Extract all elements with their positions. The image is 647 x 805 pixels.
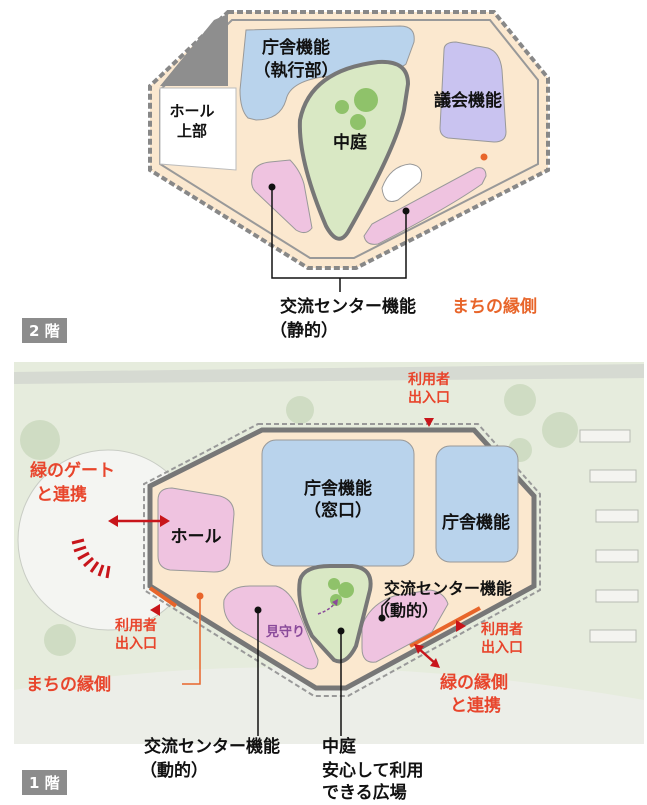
floor1-mimamori-arrow-head (332, 599, 338, 606)
floor1-site-tree (504, 384, 536, 416)
floor2-tree (335, 100, 349, 114)
floor2-hall-upper-label-sub: 上部 (177, 122, 207, 140)
floor1-parking (579, 429, 639, 643)
floor1-exchange-area-right (361, 589, 449, 663)
floor1-engawa-edge-left (148, 586, 178, 608)
floor1-exchange-right-label-sub: （動的） (374, 601, 438, 620)
floor2-courtyard-label: 中庭 (333, 132, 367, 153)
floor1-entrance-left-label-sub: 出入口 (115, 635, 157, 652)
floor1-hall-label: ホール (171, 527, 222, 547)
floor2-assembly-area (439, 41, 507, 143)
floor2-assembly-label: 議会機能 (434, 90, 502, 111)
floor1-courtyard-desc: 安心して利用 (322, 760, 424, 781)
floor1-engawa-edge-right (409, 606, 481, 648)
floor1-office-area (435, 445, 519, 563)
floor1-green-gate-label: 緑のゲート (30, 460, 115, 481)
floor1-site-path (14, 667, 644, 744)
floor1-green-gate-marks (71, 538, 111, 579)
floor1-courtyard-desc-sub: できる広場 (322, 782, 407, 803)
floor1-green-engawa-label-sub: と連携 (450, 695, 501, 716)
floor2-tree (354, 88, 378, 112)
floor1-entrance-top-marker (424, 418, 434, 427)
floor2-office-label-sub: （執行部） (254, 60, 339, 81)
floor1-engawa-callout (182, 596, 201, 685)
floor1-plan: 庁舎機能 （窓口） 庁舎機能 ホール 緑のゲート と連携 利用者 出入口 利用者… (14, 362, 644, 803)
floor1-exchange-right-label: 交流センター機能 (384, 579, 512, 598)
floor2-exchange-label: 交流センター機能 (280, 296, 416, 317)
floor1-entrance-right-label-sub: 出入口 (481, 639, 523, 656)
floor1-site-tree (542, 412, 578, 448)
floor2-courtyard (297, 59, 411, 241)
floor1-entrance-right-label: 利用者 (481, 621, 523, 638)
floor2-office-area (239, 25, 415, 121)
floor1-hall-area (157, 487, 235, 573)
floor1-exchange-bottom-label-sub: （動的） (140, 760, 208, 781)
floor1-green-engawa-label: 緑の縁側 (440, 672, 508, 693)
floor2-tree (350, 114, 366, 130)
floor1-green-gate-arrow-head-right (160, 515, 170, 527)
floor2-exchange-area-left (251, 159, 313, 234)
floor1-green-gate-arrow-head-left (108, 515, 118, 527)
floor1-entrance-right-marker (456, 620, 466, 632)
floor1-site-tree (20, 420, 60, 460)
floor1-exchange-callout-right (381, 597, 391, 618)
floor2-engawa-label: まちの縁側 (452, 296, 537, 317)
floor2-office-label: 庁舎機能 (262, 37, 330, 58)
floor1-entrance-left-marker (150, 604, 160, 616)
floor1-badge: 1 階 (22, 770, 67, 795)
floor2-void-corner (160, 14, 228, 86)
floor1-office-label: 庁舎機能 (442, 512, 510, 533)
floor1-green-engawa-arrow (417, 647, 437, 665)
floor2-exchange-area-right (363, 167, 487, 245)
floor1-site-tree (286, 396, 314, 424)
floor1-machi-engawa-label: まちの縁側 (26, 674, 111, 695)
floor1-entrance-left-label: 利用者 (115, 617, 157, 634)
floor1-tree (328, 578, 340, 590)
floor1-tree (338, 582, 354, 598)
floor2-exchange-label-sub: （静的） (270, 320, 338, 341)
floor1-office-window-label-sub: （窓口） (304, 500, 372, 521)
floor2-hall-upper-label: ホール (169, 102, 214, 120)
floor1-mimamori-label: 見守り (265, 624, 305, 640)
floor2-hall-upper-area (159, 87, 237, 171)
floor1-green-engawa-arrow-head-a (414, 644, 424, 654)
floor1-entrance-top-label: 利用者 (408, 371, 450, 388)
floor1-courtyard-label: 中庭 (322, 736, 356, 757)
floor2-exchange-callout (271, 187, 407, 279)
floor1-office-window-label: 庁舎機能 (304, 478, 372, 499)
floor1-exchange-bottom-label: 交流センター機能 (144, 736, 280, 757)
floor2-plan: 庁舎機能 （執行部） ホール 上部 中庭 議会機能 交流センター機能 （静的） … (148, 10, 550, 341)
floor1-green-engawa-arrow-head-b (430, 658, 440, 668)
floor1-exchange-area-left (223, 585, 319, 670)
floor1-entrance-top-label-sub: 出入口 (408, 389, 450, 406)
floor2-engawa-marker (480, 153, 488, 161)
floor1-green-gate-label-sub: と連携 (36, 484, 87, 505)
floor2-small-void (381, 163, 423, 202)
floor2-badge: 2 階 (22, 318, 67, 343)
floor1-site-tree (44, 624, 76, 656)
floor1-site-road (14, 364, 644, 384)
